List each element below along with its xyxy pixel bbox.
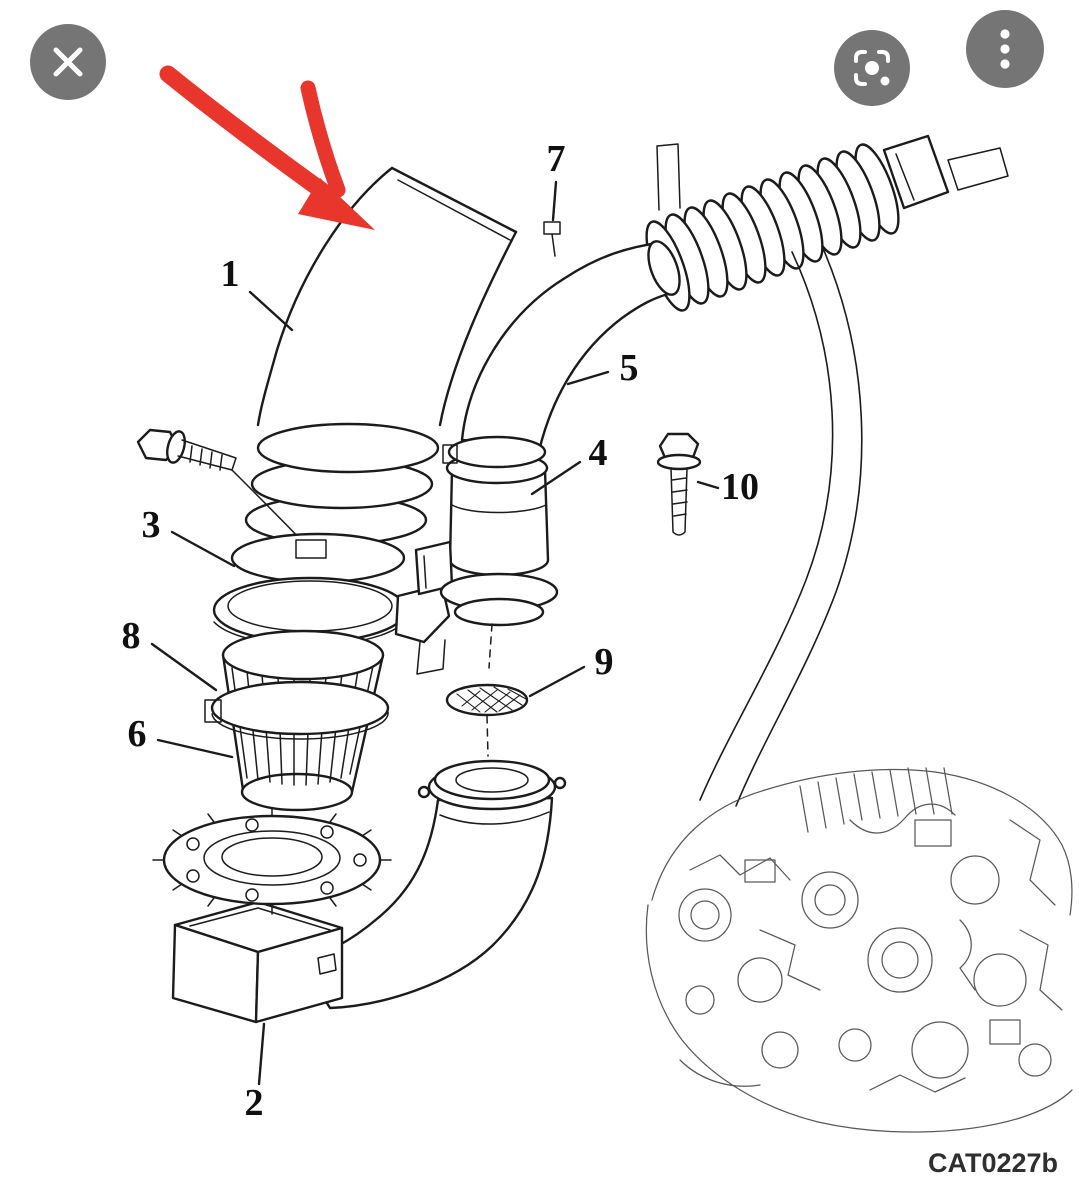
mesh-screen (445, 623, 529, 757)
mount-bracket (394, 583, 451, 675)
part-label-3: 3 (142, 504, 161, 546)
engine-sketch (645, 767, 1073, 1133)
part-label-2: 2 (245, 1082, 264, 1124)
part-labels: 1 2 3 4 5 6 7 8 9 10 (122, 138, 760, 1124)
clamp-ring-housing (212, 532, 408, 647)
part-label-9: 9 (595, 641, 614, 683)
close-icon (53, 47, 83, 77)
cable-curves (699, 245, 863, 807)
lens-button[interactable] (834, 30, 910, 106)
resonator-box (171, 900, 344, 1024)
more-vert-icon (1000, 29, 1010, 69)
diagram-code: CAT0227b (928, 1148, 1058, 1178)
part-label-6: 6 (128, 713, 147, 755)
part-label-4: 4 (589, 432, 608, 474)
part-label-1: 1 (221, 253, 240, 295)
filter-band (204, 680, 390, 740)
bolt-10 (656, 432, 702, 536)
elbow-pipe (298, 759, 567, 1010)
more-options-button[interactable] (966, 10, 1044, 88)
leader-lines (150, 180, 720, 1086)
close-button[interactable] (30, 24, 106, 100)
part-label-10: 10 (721, 466, 759, 508)
google-lens-icon (854, 50, 890, 86)
part-label-7: 7 (547, 138, 566, 180)
part-label-8: 8 (122, 615, 141, 657)
part-label-5: 5 (620, 347, 639, 389)
maf-sensor (414, 435, 559, 627)
bellows-hose (645, 134, 1009, 312)
duct-part-1 (256, 166, 518, 427)
hose-part-5 (460, 221, 681, 449)
air-filter-cone (152, 629, 392, 915)
red-arrow-annotation (159, 65, 375, 230)
duct-ribs (244, 422, 440, 546)
